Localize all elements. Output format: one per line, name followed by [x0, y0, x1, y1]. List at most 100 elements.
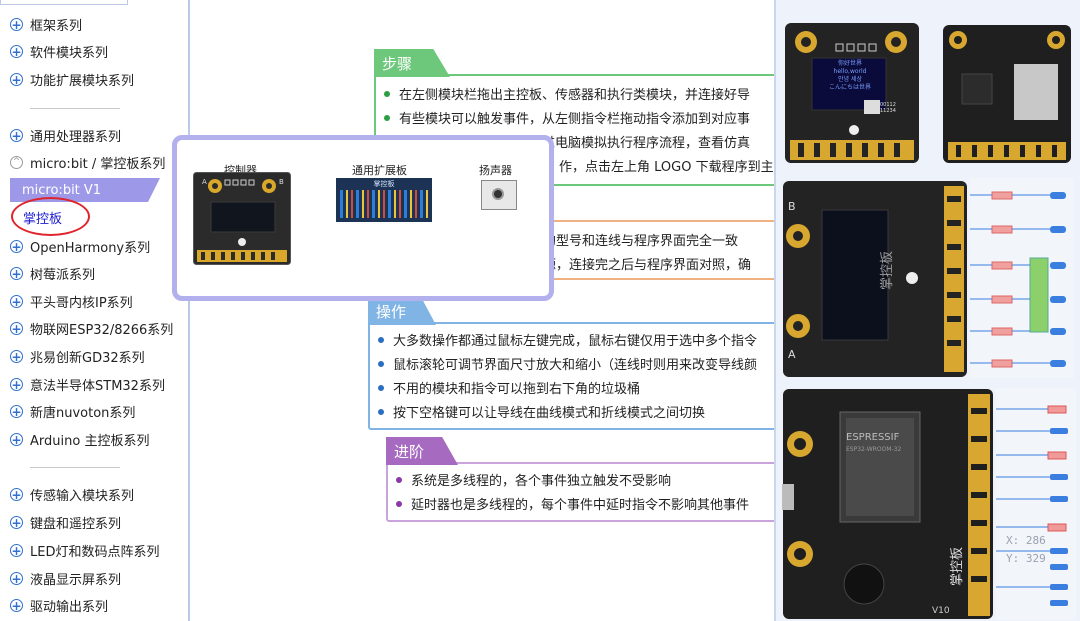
advanced-card: 系统是多线程的，各个事件独立触发不受影响 延时器也是多线程的，每个事件中延时指令…: [386, 462, 798, 522]
expand-plus-icon: +: [10, 294, 23, 309]
sidebar-item-label: 传感输入模块系列: [30, 488, 135, 504]
sidebar-item-label: 功能扩展模块系列: [30, 73, 135, 89]
ops-line-text: 鼠标滚轮可调节界面尺寸放大和缩小（连线时则用来改变导线颜: [393, 358, 758, 373]
module-brand: ESPRESSIF: [846, 432, 900, 443]
sidebar-item-label: 平头哥内核IP系列: [30, 295, 133, 311]
operation-card: 大多数操作都通过鼠标左键完成，鼠标右键仅用于选中多个指令 鼠标滚轮可调节界面尺寸…: [368, 322, 798, 430]
sidebar-item-label: 树莓派系列: [30, 267, 96, 283]
oled-line: 안녕 세상: [838, 76, 862, 83]
oled-text: 你好世界 hello,world 안녕 세상 こんにちは世界: [814, 60, 886, 92]
steps-title: 步骤: [382, 54, 413, 73]
sidebar-item-raspberry-pi[interactable]: + 树莓派系列: [10, 263, 95, 283]
board-large-front-image: B A: [783, 181, 967, 377]
expand-plus-icon: +: [10, 377, 23, 392]
bullet-icon: [378, 384, 384, 391]
module-sidebar: + 框架系列 + 软件模块系列 + 功能扩展模块系列 + 通用处理器系列 ^ m…: [0, 0, 190, 621]
oled-line: hello,world: [833, 68, 867, 75]
board-esp32-back-image: [782, 389, 993, 619]
sidebar-divider: [30, 108, 120, 109]
bullet-icon: [384, 114, 390, 121]
sidebar-item-label: 新唐nuvoton系列: [30, 405, 136, 421]
wiring-line-text: 块的型号和连线与程序界面完全一致: [530, 234, 739, 249]
subheader-label: micro:bit V1: [22, 182, 102, 198]
sidebar-item-gd32[interactable]: + 兆易创新GD32系列: [10, 346, 145, 366]
sidebar-item-label: 兆易创新GD32系列: [30, 350, 145, 366]
sidebar-item-label: LED灯和数码点阵系列: [30, 544, 160, 560]
ops-line: 按下空格键可以让导线在曲线模式和折线模式之间切换: [378, 402, 705, 421]
speaker-module[interactable]: [481, 180, 517, 210]
steps-line-text: 在左侧模块栏拖出主控板、传感器和执行类模块，并连接好导: [399, 88, 751, 103]
wiring-line-text: 电源，连接完之后与程序界面对照，确: [530, 258, 752, 273]
svg-text:B: B: [788, 200, 796, 213]
sidebar-item-function-ext[interactable]: + 功能扩展模块系列: [10, 69, 134, 89]
ops-line: 不用的模块和指令可以拖到右下角的垃圾桶: [378, 378, 640, 397]
sidebar-item-sensor-input[interactable]: + 传感输入模块系列: [10, 484, 134, 504]
ops-line: 鼠标滚轮可调节界面尺寸放大和缩小（连线时则用来改变导线颜: [378, 354, 757, 373]
sidebar-item-label: 驱动输出系列: [30, 599, 109, 615]
bullet-icon: [378, 408, 384, 415]
svg-text:B: B: [279, 178, 284, 186]
operation-tab: 操作: [368, 297, 436, 325]
expand-plus-icon: +: [10, 72, 23, 87]
expansion-board-module[interactable]: 掌控板: [336, 178, 432, 222]
ops-line-text: 按下空格键可以让导线在曲线模式和折线模式之间切换: [393, 406, 706, 421]
sidebar-item-framework[interactable]: + 框架系列: [10, 14, 82, 34]
sidebar-item-arduino[interactable]: + Arduino 主控板系列: [10, 429, 149, 449]
sidebar-item-label: 框架系列: [30, 18, 83, 34]
sidebar-item-general-processor[interactable]: + 通用处理器系列: [10, 125, 121, 145]
bullet-icon: [378, 336, 384, 343]
module-model: ESP32-WROOM-32: [846, 446, 902, 453]
expand-plus-icon: +: [10, 266, 23, 281]
pin-diagram: [970, 178, 1074, 378]
expand-plus-icon: +: [10, 543, 23, 558]
cursor-x-readout: X: 286: [1006, 534, 1046, 547]
operation-title: 操作: [376, 302, 407, 321]
board-logo-vertical: 掌控板: [950, 546, 965, 586]
sidebar-item-esp32[interactable]: + 物联网ESP32/8266系列: [10, 318, 173, 338]
board-back-image: [943, 25, 1071, 163]
expand-plus-icon: +: [10, 515, 23, 530]
expand-plus-icon: +: [10, 598, 23, 613]
steps-line-text: 作，点击左上角 LOGO 下载程序到主: [559, 160, 774, 175]
ops-line-text: 不用的模块和指令可以拖到右下角的垃圾桶: [393, 382, 641, 397]
sidebar-item-label: 意法半导体STM32系列: [30, 378, 165, 394]
expand-plus-icon: +: [10, 321, 23, 336]
expand-plus-icon: +: [10, 349, 23, 364]
advanced-line: 系统是多线程的，各个事件独立触发不受影响: [396, 470, 671, 489]
sidebar-item-openharmony[interactable]: + OpenHarmony系列: [10, 236, 150, 256]
board-id-top: 00112: [880, 102, 896, 108]
ops-line: 大多数操作都通过鼠标左键完成，鼠标右键仅用于选中多个指令: [378, 330, 757, 349]
sidebar-item-lcd[interactable]: + 液晶显示屏系列: [10, 568, 121, 588]
steps-line: 在左侧模块栏拖出主控板、传感器和执行类模块，并连接好导: [384, 84, 750, 103]
sidebar-item-nuvoton[interactable]: + 新唐nuvoton系列: [10, 401, 135, 421]
oled-line: 你好世界: [837, 60, 862, 67]
advanced-line: 延时器也是多线程的，每个事件中延时指令不影响其他事件: [396, 494, 749, 513]
sidebar-item-microbit[interactable]: ^ micro:bit / 掌控板系列: [10, 152, 165, 172]
steps-line-text: 有些模块可以触发事件，从左侧指令栏拖动指令添加到对应事: [399, 112, 751, 127]
controller-board-module[interactable]: A B: [193, 172, 291, 265]
sidebar-item-label: Arduino 主控板系列: [30, 433, 150, 449]
expansion-board-title: 掌控板: [373, 180, 395, 188]
sidebar-item-label: 键盘和遥控系列: [30, 516, 122, 532]
steps-tab: 步骤: [374, 49, 450, 77]
sidebar-item-stm32[interactable]: + 意法半导体STM32系列: [10, 374, 165, 394]
sidebar-item-drive-output[interactable]: + 驱动输出系列: [10, 595, 108, 615]
board-id: 00112 11234: [880, 102, 896, 114]
svg-text:A: A: [788, 348, 796, 361]
expand-plus-icon: +: [10, 44, 23, 59]
sidebar-item-led-matrix[interactable]: + LED灯和数码点阵系列: [10, 540, 159, 560]
highlight-ring: [11, 197, 90, 236]
steps-line: 作，点击左上角 LOGO 下载程序到主: [559, 156, 774, 175]
sidebar-item-pingtouge[interactable]: + 平头哥内核IP系列: [10, 291, 133, 311]
oled-line: こんにちは世界: [828, 84, 871, 91]
board-version: V10: [932, 606, 950, 616]
sidebar-item-software[interactable]: + 软件模块系列: [10, 41, 108, 61]
sidebar-item-keyboard-remote[interactable]: + 键盘和遥控系列: [10, 512, 121, 532]
help-canvas[interactable]: 在左侧模块栏拖出主控板、传感器和执行类模块，并连接好导 有些模块可以触发事件，从…: [190, 0, 798, 621]
expand-plus-icon: +: [10, 239, 23, 254]
wiring-card: 块的型号和连线与程序界面完全一致 电源，连接完之后与程序界面对照，确: [520, 220, 798, 280]
ops-line-text: 大多数操作都通过鼠标左键完成，鼠标右键仅用于选中多个指令: [393, 334, 758, 349]
advanced-line-text: 延时器也是多线程的，每个事件中延时指令不影响其他事件: [411, 498, 750, 513]
speaker-label: 扬声器: [479, 164, 512, 177]
board-front-image: [785, 23, 919, 163]
